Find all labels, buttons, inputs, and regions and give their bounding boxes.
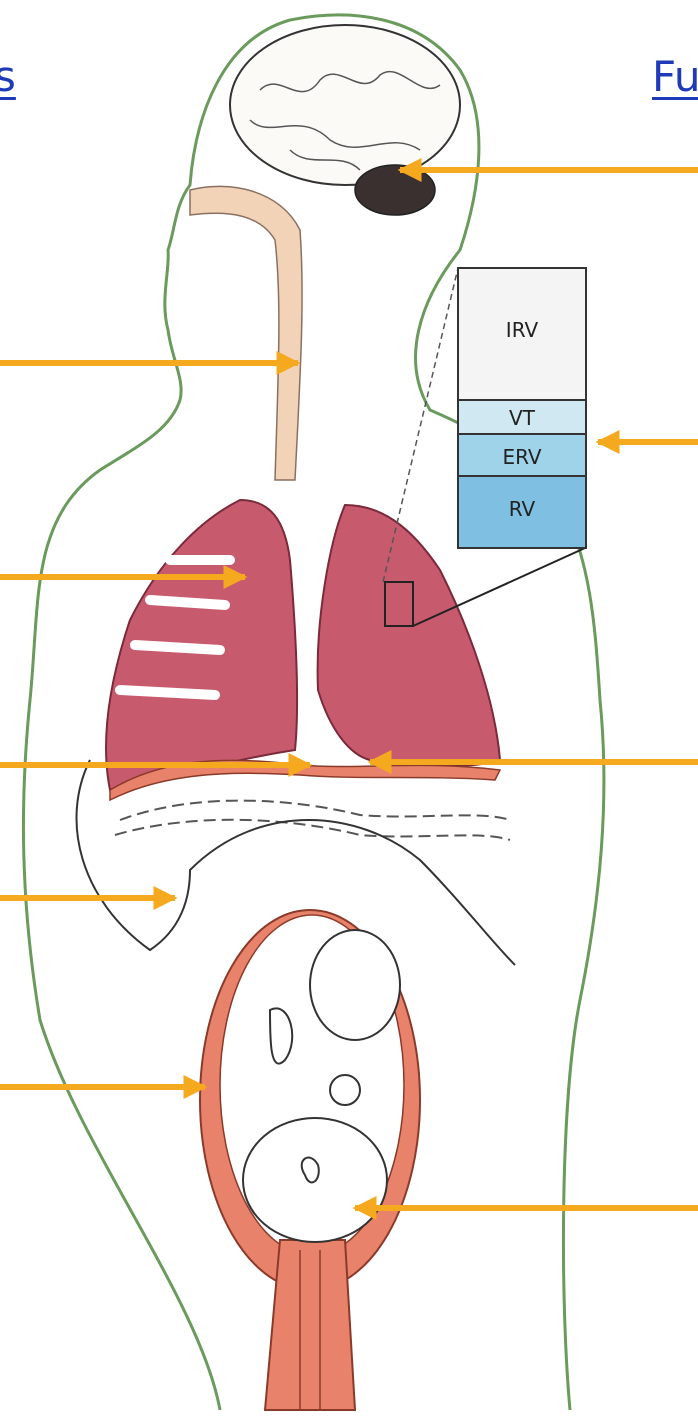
vt-label: VT: [509, 406, 536, 430]
lungs: [106, 500, 500, 790]
erv-label: ERV: [502, 445, 541, 469]
trachea: [190, 186, 302, 480]
brain: [230, 25, 460, 215]
irv-label: IRV: [506, 318, 539, 342]
rv-label: RV: [509, 497, 536, 521]
